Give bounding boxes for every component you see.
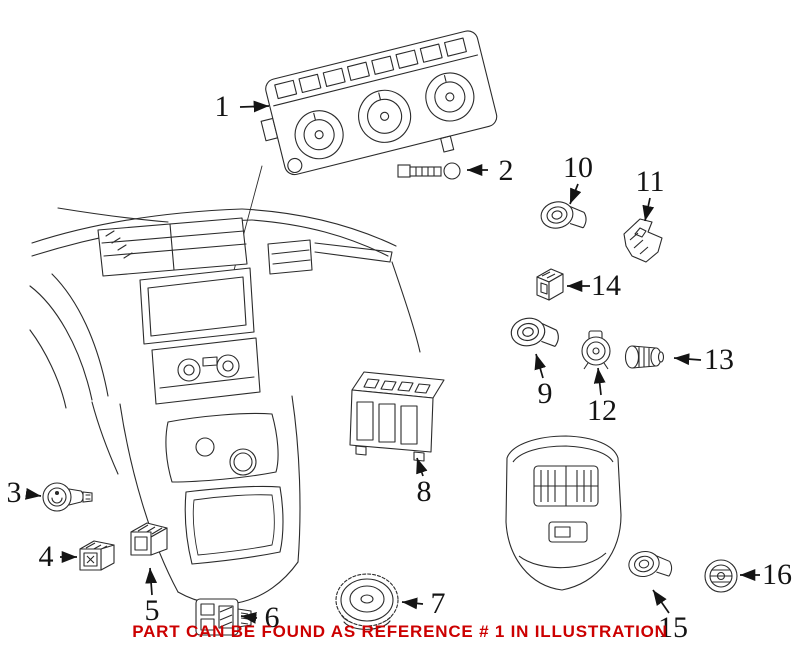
part-1-drawing: [260, 30, 498, 176]
part-12-drawing: [581, 330, 611, 370]
part-4-drawing: [79, 540, 115, 571]
part-10-drawing: [538, 195, 589, 237]
callout-label-3: 3: [6, 476, 22, 509]
part-5-drawing: [130, 522, 168, 556]
part-8-drawing: [349, 371, 445, 462]
part-9-drawing: [508, 312, 561, 355]
callout-arrows: [25, 100, 760, 624]
callout-label-8: 8: [416, 475, 432, 508]
callout-label-2: 2: [498, 154, 514, 187]
callout-label-1: 1: [214, 90, 230, 123]
callout-label-7: 7: [430, 587, 446, 620]
callout-label-4: 4: [38, 540, 54, 573]
rear-console-drawing: [505, 435, 622, 591]
caption-text: PART CAN BE FOUND AS REFERENCE # 1 IN IL…: [132, 622, 668, 641]
part-2-drawing: [397, 162, 461, 180]
callout-label-10: 10: [563, 151, 593, 184]
callout-label-9: 9: [537, 377, 553, 410]
part-16-drawing: [704, 559, 738, 593]
callout-label-16: 16: [762, 558, 792, 591]
part-13-drawing: [624, 345, 665, 369]
part-14-drawing: [536, 268, 564, 301]
callout-label-15: 15: [658, 611, 688, 644]
callout-label-5: 5: [144, 594, 160, 627]
callout-label-6: 6: [264, 601, 280, 634]
callout-label-14: 14: [591, 269, 621, 302]
part-3-drawing: [42, 482, 93, 512]
part-11-drawing: [623, 218, 663, 263]
callout-label-12: 12: [587, 394, 617, 427]
part-7-drawing: [335, 573, 399, 630]
dashboard-drawing: [29, 165, 421, 605]
part-15-drawing: [626, 545, 674, 585]
callout-label-11: 11: [635, 165, 665, 198]
callout-label-13: 13: [704, 343, 734, 376]
